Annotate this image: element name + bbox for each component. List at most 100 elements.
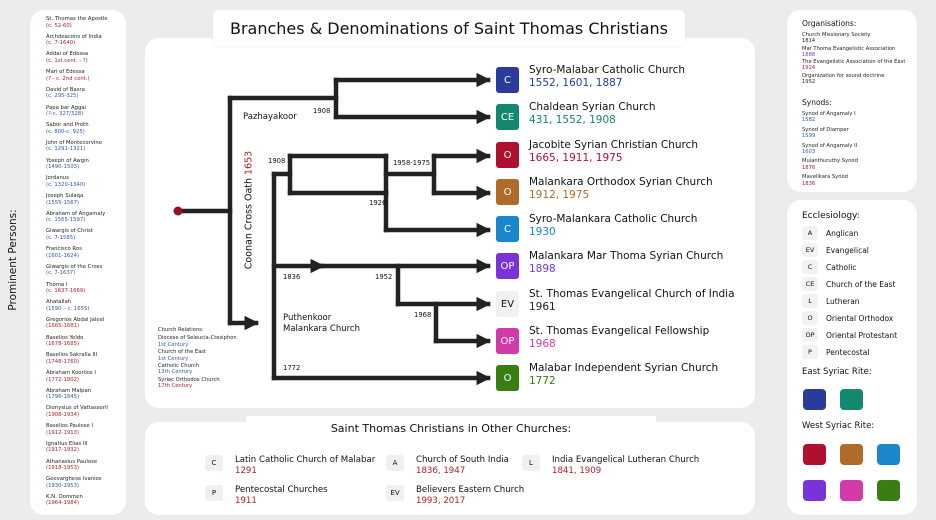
other-church-badge: P xyxy=(205,485,223,501)
person-name: John of Montecorvino xyxy=(46,139,103,146)
person-entry: Yoseph of Awgin(1490-1503) xyxy=(46,158,89,171)
ecclesiology-code: EV xyxy=(802,243,818,257)
item-name: Mulanthuruthy Synod xyxy=(802,158,858,165)
person-dates: (1917-1932) xyxy=(46,447,80,454)
church-name: Malabar Independent Syrian Church xyxy=(529,362,719,374)
item-dates: 1814 xyxy=(802,38,816,45)
church-badge: C xyxy=(496,216,519,242)
item-dates: 1952 xyxy=(802,78,816,85)
person-entry: Gregorios Abdal Jaleel(1665-1681) xyxy=(46,317,104,330)
other-church-name: Latin Catholic Church of Malabar xyxy=(235,455,376,465)
person-dates: (? - c. 2nd cent.) xyxy=(46,75,90,82)
item-dates: 1888 xyxy=(802,51,816,58)
west-rite-swatch xyxy=(803,480,826,501)
person-entry: Geevarghese Ivanios(1930-1953) xyxy=(46,476,102,489)
organisations-heading: Organisations: xyxy=(802,19,857,28)
item-dates: 1876 xyxy=(802,164,816,171)
church-name: Chaldean Syrian Church xyxy=(529,101,656,113)
ecclesiology-label: Oriental Orthodox xyxy=(826,313,894,323)
synods-heading: Synods: xyxy=(802,98,832,107)
person-dates: (1796-1845) xyxy=(46,394,80,401)
person-dates: (c. 1st.cent. - ?) xyxy=(46,57,88,64)
person-dates: (c. 7-1637) xyxy=(46,270,76,277)
page-title: Branches & Denominations of Saint Thomas… xyxy=(213,10,685,46)
person-dates: (1601-1624) xyxy=(46,252,80,259)
church-name: St. Thomas Evangelical Church of India xyxy=(529,288,735,300)
church-badge: OP xyxy=(496,253,519,279)
prominent-persons-panel xyxy=(30,10,126,515)
church-relations-heading: Church Relations: xyxy=(158,327,204,333)
person-entry: Jordanus(c. 1320-1340) xyxy=(46,175,85,188)
person-name: Giwargis of the Cross xyxy=(46,263,103,270)
relation-name: Diocese of Seleucia-Ctesiphon xyxy=(158,335,237,342)
relation-dates: 1st Century xyxy=(158,341,189,348)
church-name: Malankara Mar Thoma Syrian Church xyxy=(529,250,724,262)
organisations-panel xyxy=(787,10,917,192)
west-rite-swatch xyxy=(840,444,863,465)
church-name: Jacobite Syrian Christian Church xyxy=(529,139,699,151)
person-dates: (1918-1953) xyxy=(46,465,80,471)
other-church-years: 1841, 1909 xyxy=(552,466,602,476)
other-church-years: 1911 xyxy=(235,496,257,506)
church-badge: OP xyxy=(496,328,519,354)
person-name: Francisco Ros xyxy=(46,246,82,253)
church-years: 1930 xyxy=(529,226,556,238)
item-name: Synod of Angamaly I xyxy=(802,111,856,117)
person-name: Giwargis of Christ xyxy=(46,228,93,235)
person-dates: (1555-1567) xyxy=(46,199,80,206)
person-dates: (1665-1681) xyxy=(46,323,80,330)
west-rite-swatch xyxy=(877,480,900,501)
church-years: 1968 xyxy=(529,338,556,350)
item-name: Church Missionary Society xyxy=(802,32,871,38)
relation-name: Catholic Church xyxy=(158,363,200,370)
item-dates: 1603 xyxy=(802,149,816,155)
church-badge: EV xyxy=(496,291,519,317)
church-badge: C xyxy=(496,67,519,93)
ecclesiology-code: O xyxy=(802,311,818,325)
person-name: Jordanus xyxy=(46,175,69,182)
person-name: Mari of Edessa xyxy=(46,69,85,76)
person-entry: David of Basra(c. 295-325) xyxy=(46,87,85,100)
puthenkoor-label: Puthenkoor xyxy=(283,313,332,323)
church-badge: O xyxy=(496,142,519,168)
person-entry: Ahatallah(1590 – c. 1655) xyxy=(46,299,89,312)
coonan-cross-oath-label: Coonan Cross Oath 1653 xyxy=(243,150,255,270)
person-dates: (1678-1685) xyxy=(46,341,80,348)
year-1968: 1968 xyxy=(414,311,432,319)
other-churches-heading: Saint Thomas Christians in Other Churche… xyxy=(246,416,656,440)
person-entry: St. Thomas the Apostle(c. 52-60) xyxy=(46,16,108,29)
ecclesiology-heading: Ecclesiology: xyxy=(802,211,860,221)
person-entry: Sabor and Proth(c. 800-c. 925) xyxy=(46,122,89,135)
person-name: K.N. Oommen xyxy=(46,493,83,500)
person-name: St. Thomas the Apostle xyxy=(46,16,108,22)
person-dates: (1748-1760) xyxy=(46,358,80,365)
church-badge: CE xyxy=(496,104,519,130)
church-years: 1665, 1911, 1975 xyxy=(529,152,623,164)
other-church-years: 1993, 2017 xyxy=(416,496,466,506)
year-1958-1975: 1958-1975 xyxy=(393,159,431,167)
person-dates: (1964-1984) xyxy=(46,500,80,507)
ecclesiology-item: O Oriental Orthodox xyxy=(802,311,893,325)
item-dates: 1599 xyxy=(802,133,816,140)
person-dates: (1912-1913) xyxy=(46,429,80,436)
person-dates: (1490-1503) xyxy=(46,164,80,171)
other-church-badge: EV xyxy=(386,485,404,501)
person-dates: (1908-1934) xyxy=(46,411,80,418)
item-name: Organization for sound doctrine xyxy=(802,72,885,79)
